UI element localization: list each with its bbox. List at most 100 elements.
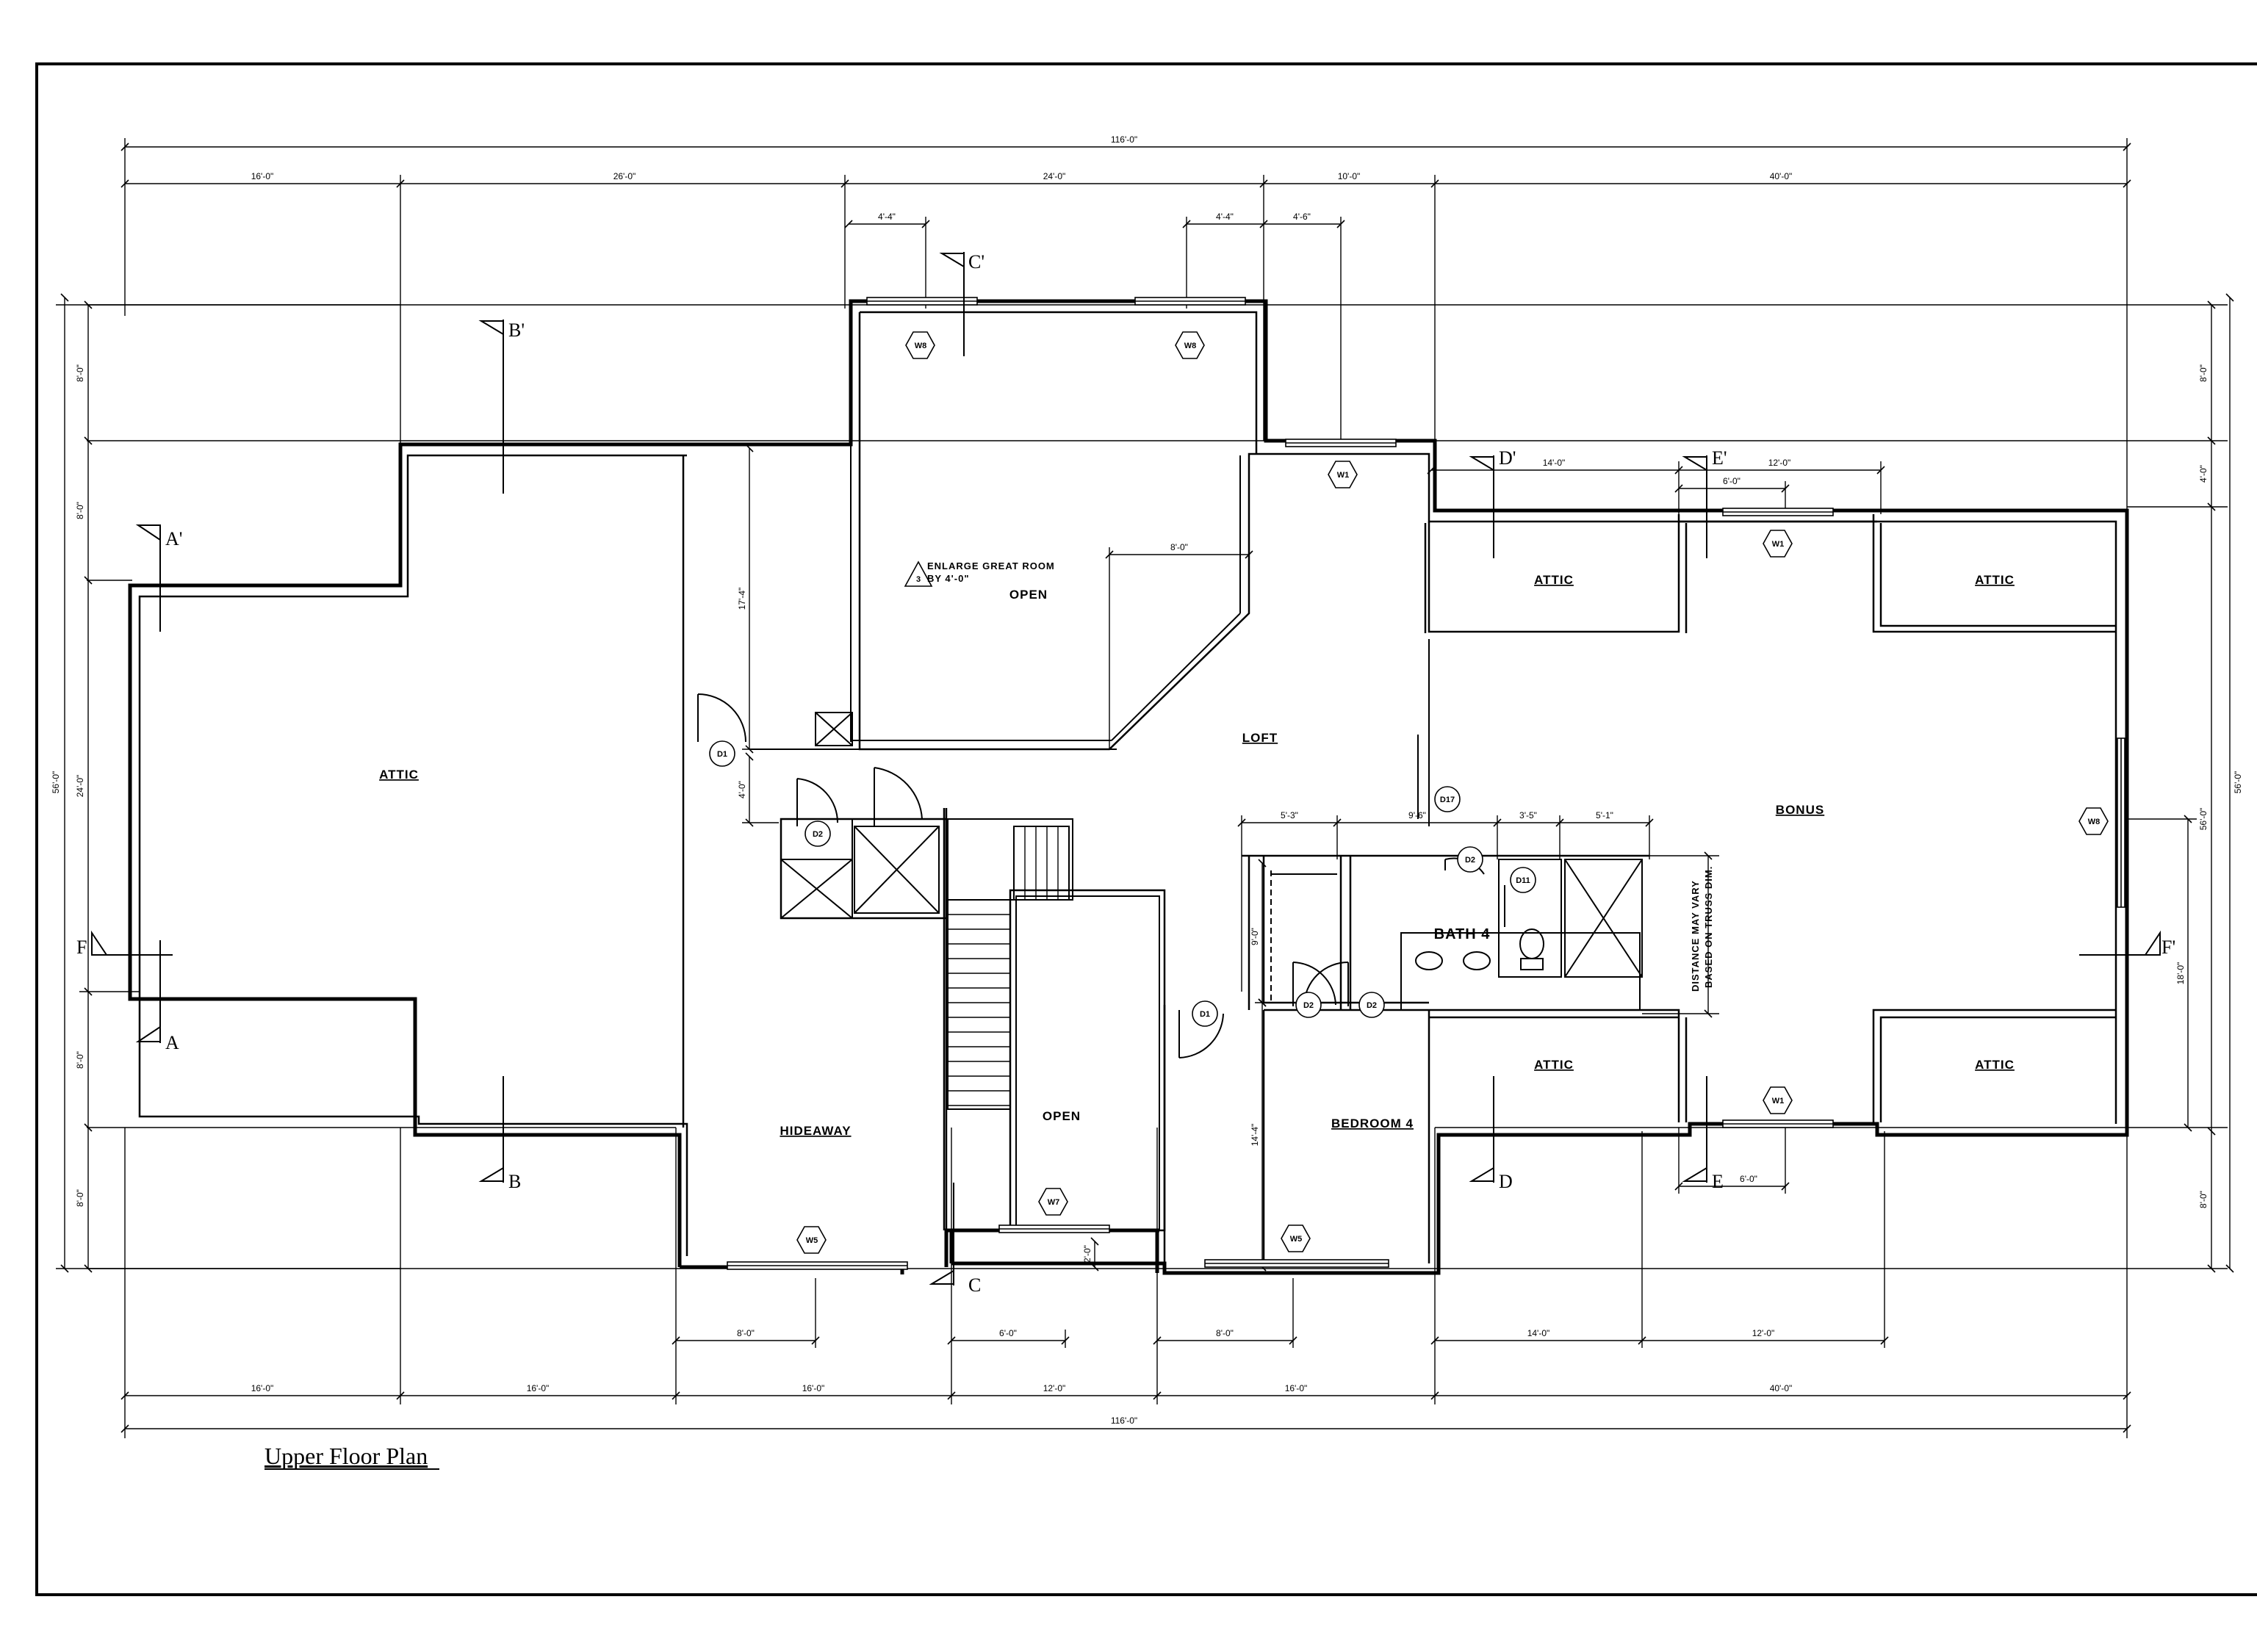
dim-top-s3: 4'-6" — [1293, 212, 1311, 222]
window-tag-w1-c: W1 — [1772, 1097, 1785, 1105]
dim-bot-s1: 8'-0" — [737, 1328, 755, 1338]
room-bonus: BONUS — [1776, 803, 1824, 817]
dim-2-0: 2'-0" — [1082, 1245, 1092, 1263]
dim-left-2: 8'-0" — [75, 502, 85, 519]
note-truss-based: BASED ON TRUSS DIM. — [1703, 866, 1714, 988]
dim-right-2: 4'-0" — [2198, 465, 2209, 483]
door-tag-d2-c: D2 — [1367, 1001, 1377, 1010]
room-open-stair: OPEN — [1043, 1109, 1081, 1123]
room-attic-ne2: ATTIC — [1975, 573, 2015, 587]
windows — [727, 297, 2125, 1270]
dim-left-4: 8'-0" — [75, 1051, 85, 1069]
dim-right-1: 8'-0" — [2198, 364, 2209, 382]
dimension-lines — [56, 138, 2234, 1438]
room-attic-ne1: ATTIC — [1534, 573, 1574, 587]
room-attic-main: ATTIC — [379, 768, 419, 782]
dim-5-3: 5'-3" — [1281, 810, 1298, 820]
dim-top-4: 10'-0" — [1338, 171, 1361, 181]
section-e-top: E' — [1712, 447, 1727, 469]
window-tag-w7: W7 — [1048, 1198, 1060, 1207]
section-a-bottom: A — [165, 1032, 179, 1053]
dim-bot-1: 16'-0" — [251, 1383, 274, 1393]
dim-bot-s4: 14'-0" — [1527, 1328, 1550, 1338]
dim-14-4: 14'-4" — [1250, 1124, 1260, 1147]
dim-6-0-top: 6'-0" — [1723, 476, 1741, 486]
dim-5-1: 5'-1" — [1596, 810, 1613, 820]
dim-right-total: 56'-0" — [2233, 771, 2243, 794]
room-open-great: OPEN — [1009, 588, 1048, 602]
window-tag-w5-b: W5 — [1290, 1235, 1303, 1244]
room-attic-se2: ATTIC — [1975, 1058, 2015, 1072]
dim-bot-6: 40'-0" — [1770, 1383, 1793, 1393]
tag-shapes — [709, 331, 2109, 1254]
doors — [697, 693, 1485, 1058]
room-attic-se1: ATTIC — [1534, 1058, 1574, 1072]
section-f-left: F — [76, 937, 87, 958]
door-tag-d2-b: D2 — [1303, 1001, 1314, 1010]
dim-bot-total: 116'-0" — [1111, 1415, 1137, 1426]
room-bath-4: BATH 4 — [1434, 926, 1491, 942]
door-tag-d1-a: D1 — [717, 750, 727, 759]
window-tag-w8-b: W8 — [1184, 342, 1197, 350]
dim-bot-s2: 6'-0" — [999, 1328, 1017, 1338]
note-enlarge-great-room: ENLARGE GREAT ROOM — [927, 560, 1055, 571]
section-markers: A' A B' B C' C D' D E' E F F' — [76, 251, 2175, 1296]
dim-bot-s3: 8'-0" — [1216, 1328, 1234, 1338]
room-bedroom-4: BEDROOM 4 — [1331, 1117, 1414, 1130]
room-hideaway: HIDEAWAY — [780, 1124, 851, 1138]
section-e-bottom: E — [1712, 1171, 1724, 1192]
door-tag-d2-a: D2 — [813, 830, 823, 839]
door-tag-d1-b: D1 — [1200, 1010, 1210, 1019]
section-f-right: F' — [2161, 937, 2175, 958]
dim-17-4: 17'-4" — [737, 588, 747, 610]
dim-top-total: 116'-0" — [1111, 134, 1137, 145]
stair-treads — [948, 914, 1010, 1106]
dim-top-3: 24'-0" — [1043, 171, 1066, 181]
dim-left-1: 8'-0" — [75, 364, 85, 382]
tag-labels: W8 W8 W1 W1 W1 W8 W5 W7 W5 D1 D2 D1 D2 D… — [717, 342, 2100, 1245]
dim-4-0: 4'-0" — [737, 781, 747, 798]
window-tag-w1-b: W1 — [1772, 540, 1785, 549]
section-b-bottom: B — [508, 1171, 521, 1192]
dim-bot-3: 16'-0" — [802, 1383, 825, 1393]
note-number-3: 3 — [916, 575, 921, 584]
section-d-top: D' — [1499, 447, 1516, 469]
walls — [128, 299, 2129, 1275]
door-tag-d2-d: D2 — [1465, 856, 1475, 865]
window-tag-w8-e: W8 — [2088, 818, 2101, 826]
dim-6-0-bottom: 6'-0" — [1740, 1174, 1757, 1184]
dim-3-5: 3'-5" — [1519, 810, 1537, 820]
dim-right-4: 8'-0" — [2198, 1191, 2209, 1208]
window-tag-w8-a: W8 — [915, 342, 927, 350]
door-tag-d11: D11 — [1516, 876, 1530, 885]
dim-9-0: 9'-0" — [1250, 928, 1260, 945]
room-labels: ATTIC ATTIC ATTIC ATTIC ATTIC HIDEAWAY O… — [379, 573, 2015, 1138]
dim-top-5: 40'-0" — [1770, 171, 1793, 181]
door-tag-d17: D17 — [1440, 796, 1455, 804]
note-truss-distance: DISTANCE MAY VARY — [1690, 880, 1701, 992]
dimension-text: 116'-0" 16'-0" 26'-0" 24'-0" 10'-0" 40'-… — [51, 134, 2243, 1426]
dim-right-3: 56'-0" — [2198, 808, 2209, 831]
room-loft: LOFT — [1242, 731, 1278, 745]
section-d-bottom: D — [1499, 1171, 1513, 1192]
dim-8-0: 8'-0" — [1170, 542, 1188, 552]
window-tag-w5-a: W5 — [806, 1236, 818, 1245]
dim-bot-2: 16'-0" — [527, 1383, 550, 1393]
section-a-top: A' — [165, 528, 182, 549]
dim-top-s1: 4'-4" — [878, 212, 896, 222]
dim-left-3: 24'-0" — [75, 775, 85, 798]
dim-left-5: 8'-0" — [75, 1189, 85, 1207]
drawing-title: Upper Floor Plan — [264, 1443, 428, 1469]
dim-left-total: 56'-0" — [51, 771, 61, 794]
dim-top-2: 26'-0" — [613, 171, 636, 181]
dim-top-1: 16'-0" — [251, 171, 274, 181]
dim-12-0: 12'-0" — [1768, 458, 1791, 468]
dim-bot-s5: 12'-0" — [1752, 1328, 1775, 1338]
note-enlarge-by: BY 4'-0" — [927, 573, 969, 584]
section-c-top: C' — [968, 251, 984, 273]
sheet-border — [35, 62, 2257, 1596]
dim-bot-4: 12'-0" — [1043, 1383, 1066, 1393]
section-b-top: B' — [508, 320, 525, 341]
dim-9-6: 9'-6" — [1408, 810, 1426, 820]
